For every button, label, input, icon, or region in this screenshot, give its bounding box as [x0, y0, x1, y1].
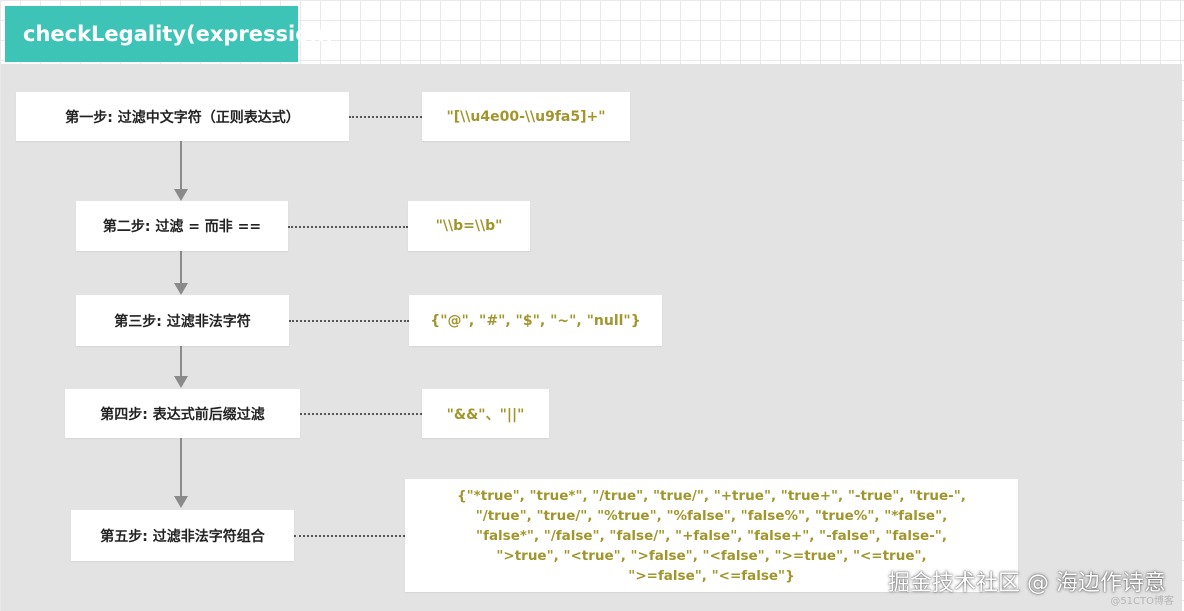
step-5-value-line-5: ">=false", "<=false"} — [628, 567, 795, 584]
arrow-1-2-head — [174, 189, 188, 201]
step-1-connector — [349, 116, 422, 118]
step-1-value: "[\\u4e00-\\u9fa5]+" — [422, 92, 630, 141]
step-5-value-line-4: ">true", "<true", ">false", "<false", ">… — [496, 547, 927, 564]
arrow-4-5-line — [180, 438, 182, 496]
step-4-box: 第四步: 表达式前后缀过滤 — [65, 389, 300, 438]
step-5-value-line-1: {"*true", "true*", "/true", "true/", "+t… — [457, 487, 966, 504]
arrow-3-4-line — [180, 346, 182, 376]
step-5-value-line-2: "/true", "true/", "%true", "%false", "fa… — [475, 507, 948, 524]
step-2-connector — [288, 226, 408, 228]
arrow-1-2-line — [180, 141, 182, 189]
arrow-4-5-head — [174, 496, 188, 508]
step-3-value: {"@", "#", "$", "~", "null"} — [409, 295, 662, 346]
step-3-connector — [289, 320, 409, 322]
step-5-box: 第五步: 过滤非法字符组合 — [71, 510, 294, 561]
watermark-juejin: 掘金技术社区 @ 海边作诗意 — [888, 571, 1166, 596]
step-2-box: 第二步: 过滤 = 而非 == — [76, 201, 288, 251]
step-4-connector — [300, 413, 422, 415]
watermark-51cto: @51CTO博客 — [1110, 596, 1174, 607]
step-4-value: "&&"、"||" — [422, 389, 549, 438]
step-2-value: "\\b=\\b" — [408, 201, 530, 251]
step-5-value-line-3: "false*", "/false", "false/", "+false", … — [476, 527, 947, 544]
step-5-value: {"*true", "true*", "/true", "true/", "+t… — [405, 479, 1018, 592]
arrow-2-3-line — [180, 251, 182, 283]
arrow-3-4-head — [174, 376, 188, 388]
arrow-2-3-head — [174, 283, 188, 295]
diagram-title: checkLegality(expression) — [5, 6, 334, 62]
step-5-connector — [294, 535, 405, 537]
step-3-box: 第三步: 过滤非法字符 — [76, 295, 289, 346]
step-1-box: 第一步: 过滤中文字符（正则表达式） — [16, 92, 349, 141]
